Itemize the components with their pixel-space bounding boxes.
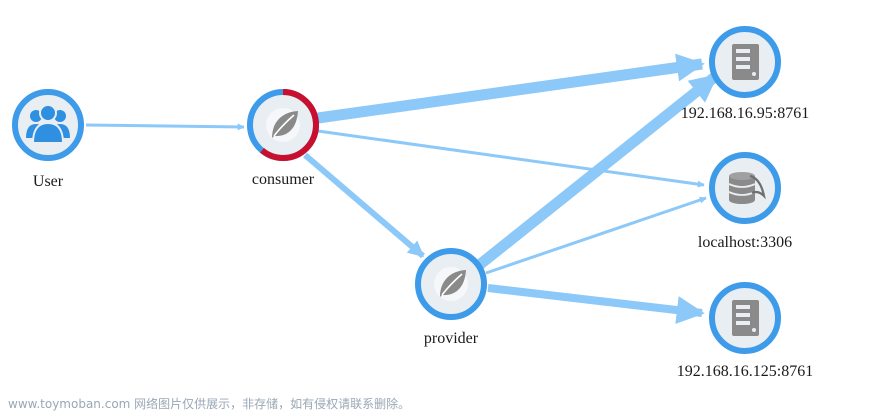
node-label-user: User — [33, 173, 64, 190]
spring-leaf-icon — [434, 267, 468, 301]
node-consumer[interactable]: consumer — [247, 89, 319, 188]
edge-provider-database[interactable] — [485, 196, 707, 275]
server-icon — [732, 44, 759, 80]
edge-consumer-provider[interactable] — [303, 152, 425, 259]
watermark-text: www.toymoban.com 网络图片仅供展示，非存储，如有侵权请联系删除。 — [8, 397, 411, 411]
spring-leaf-icon — [266, 108, 300, 142]
users-icon — [26, 104, 70, 144]
edges — [85, 53, 720, 324]
node-label-server2: 192.168.16.125:8761 — [677, 363, 813, 380]
node-label-provider: provider — [424, 330, 479, 347]
edge-user-consumer[interactable] — [85, 123, 245, 131]
node-user[interactable]: User — [12, 89, 84, 190]
node-provider[interactable]: provider — [415, 248, 487, 347]
error-ring-indicator — [260, 89, 319, 162]
edge-provider-server2[interactable] — [487, 284, 705, 324]
edge-provider-server1[interactable] — [474, 71, 720, 271]
node-label-consumer: consumer — [252, 171, 315, 188]
server-icon — [732, 300, 759, 336]
node-label-server1: 192.168.16.95:8761 — [681, 105, 809, 122]
edge-consumer-database[interactable] — [317, 129, 705, 188]
node-label-database: localhost:3306 — [698, 234, 792, 251]
database-icon — [728, 172, 766, 204]
node-server-192-168-16-125[interactable]: 192.168.16.125:8761 — [677, 282, 813, 380]
node-server-192-168-16-95[interactable]: 192.168.16.95:8761 — [681, 26, 809, 122]
edge-consumer-server1[interactable] — [317, 53, 705, 124]
node-database-localhost-3306[interactable]: localhost:3306 — [698, 152, 792, 251]
